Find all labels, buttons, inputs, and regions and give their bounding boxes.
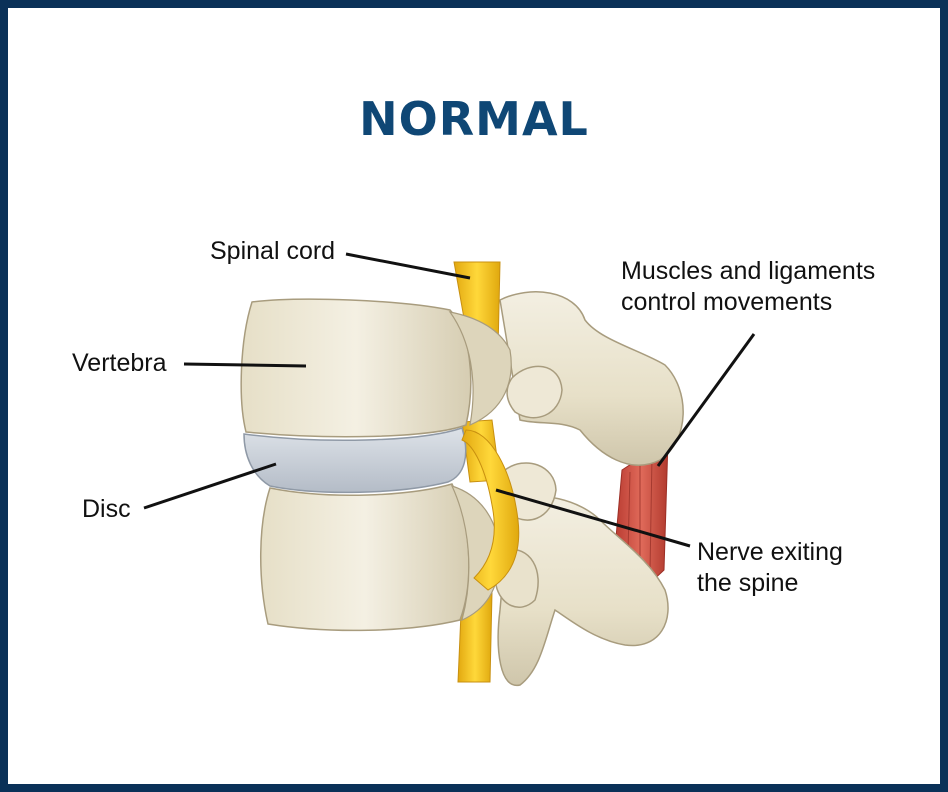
label-nerve-line2: the spine (697, 569, 799, 597)
label-nerve-line1: Nerve exiting (697, 538, 843, 566)
muscles-pointer (656, 333, 756, 467)
upper-facet (506, 365, 563, 419)
exiting-nerve (461, 429, 520, 591)
vertebra-pointer (183, 362, 307, 368)
label-muscles-ligaments: Muscles and ligaments control movements (621, 256, 875, 318)
nerve-pointer (495, 488, 691, 548)
label-nerve-exiting: Nerve exiting the spine (697, 537, 843, 599)
label-vertebra: Vertebra (72, 349, 167, 377)
lower-vertebral-body (260, 483, 470, 632)
disc-pointer (143, 462, 277, 510)
label-spinal-cord: Spinal cord (210, 237, 336, 265)
upper-vertebral-body (240, 298, 472, 438)
label-muscles-line2: control movements (621, 288, 833, 316)
diagram-title: NORMAL (359, 92, 589, 146)
upper-spinous-process (499, 291, 684, 466)
spinal-cord-pointer (345, 252, 471, 280)
label-disc: Disc (82, 495, 131, 523)
label-muscles-line1: Muscles and ligaments (621, 257, 876, 285)
intervertebral-disc (243, 427, 467, 494)
